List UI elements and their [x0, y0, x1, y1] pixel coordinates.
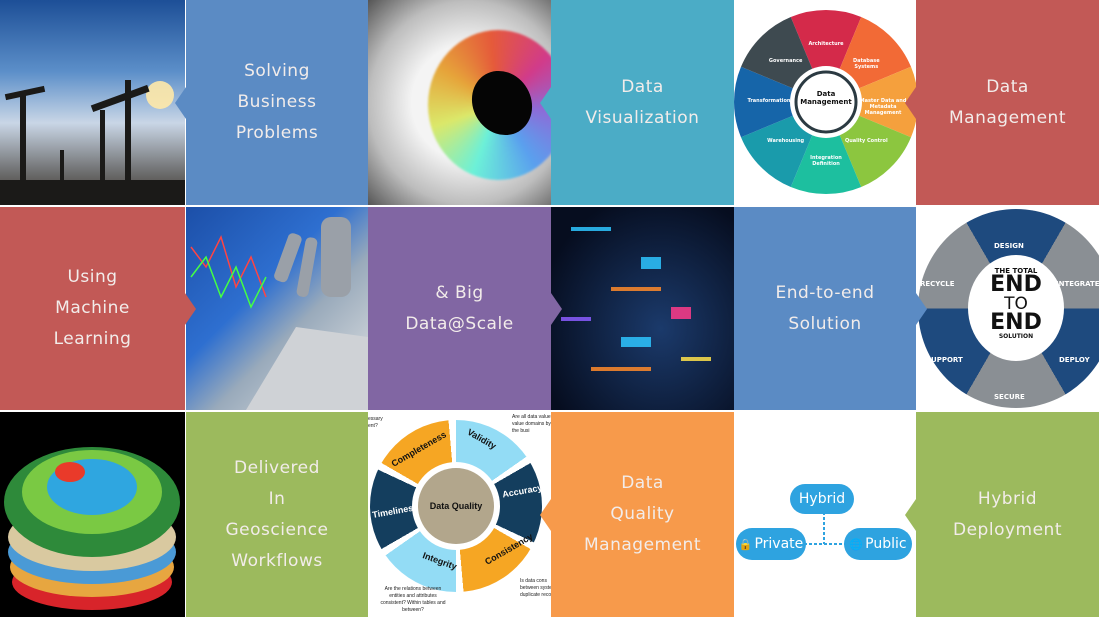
- segment-deploy: DEPLOY: [1059, 356, 1090, 364]
- globe-icon: 🌐: [849, 537, 864, 551]
- wheel-segment-label: Architecture: [808, 40, 844, 47]
- wheel-segment-label: Integration Definition: [810, 155, 842, 168]
- oil-pump-silhouettes: [0, 80, 185, 205]
- segment-design: DESIGN: [994, 242, 1024, 250]
- tile-text-line: & Big: [435, 282, 484, 303]
- tile-text-line: Problems: [235, 123, 319, 143]
- tile-text-line: Geoscience: [225, 519, 329, 540]
- tile-text-line: End-to-end: [775, 282, 875, 303]
- tile-text-line: In: [268, 488, 286, 509]
- oil-pump-image: [0, 0, 185, 205]
- tile-text-line: Management: [584, 535, 701, 555]
- geoscience-layers-image: [0, 412, 185, 617]
- tile-text-line: Visualization: [585, 107, 700, 128]
- data-streams-graphic: [561, 227, 711, 371]
- wheel-segment-label: Governance: [768, 57, 803, 64]
- tile-text-line: Data: [621, 473, 664, 493]
- eye-image: [368, 0, 551, 205]
- tile-text-line: Delivered: [234, 457, 320, 478]
- hybrid-cloud-image: Hybrid 🔒Private 🌐Public: [734, 412, 916, 617]
- cloud-connectors: [804, 512, 849, 545]
- dq-center: Data Quality: [418, 468, 494, 544]
- arrow-right-icon: [916, 292, 927, 325]
- wheel-segment: [826, 66, 916, 138]
- tile-text-line: Machine: [55, 298, 130, 318]
- data-management-wheel: [734, 10, 916, 194]
- arrow-left-icon: [540, 498, 551, 531]
- tile-text-line: Data: [986, 76, 1029, 97]
- e2e-center: THE TOTAL END TO END SOLUTION: [968, 255, 1064, 361]
- tile-text-line: Using: [67, 267, 118, 287]
- robot-hand-image: [186, 207, 368, 410]
- tile-text-line: Management: [949, 107, 1066, 128]
- arrow-left-icon: [905, 498, 916, 531]
- robot-laptop-graphic: [190, 217, 368, 410]
- cloud-public: 🌐Public: [844, 528, 912, 560]
- arrow-right-icon: [185, 292, 196, 325]
- wheel-segment-label: Transformation: [747, 98, 791, 104]
- end-to-end-diagram-image: THE TOTAL END TO END SOLUTION DESIGN INT…: [916, 207, 1099, 410]
- tile-text-line: Deployment: [953, 519, 1062, 540]
- wheel-segment-label: Quality Control: [844, 138, 888, 145]
- wheel-segment-label: Master Data and Metadata Management: [859, 98, 907, 116]
- geoscience-layers-graphic: [4, 447, 180, 610]
- data-technology-image: [551, 207, 734, 410]
- cloud-private: 🔒Private: [736, 528, 806, 560]
- segment-secure: SECURE: [994, 393, 1025, 401]
- note: Is data cons between syste duplicate rec…: [520, 578, 551, 598]
- tile-text-line: Solution: [788, 313, 862, 334]
- cloud-hybrid: Hybrid: [790, 484, 854, 514]
- data-quality-diagram-image: Data Quality Completeness Validity Accur…: [368, 412, 551, 617]
- tile-text-line: Learning: [53, 329, 132, 349]
- wheel-segment-label: Database Systems: [853, 57, 880, 70]
- arrow-right-icon: [551, 292, 562, 325]
- note: Are the relations between entities and a…: [380, 586, 446, 613]
- tile-text-line: Data@Scale: [405, 313, 514, 334]
- wheel-segment-label: Warehousing: [767, 138, 805, 145]
- lock-icon: 🔒: [738, 537, 753, 551]
- note: essary ent?: [368, 416, 383, 429]
- segment-recycle: RECYCLE: [920, 280, 955, 288]
- tile-text-line: Hybrid: [977, 488, 1038, 509]
- wheel-segment: [790, 102, 862, 194]
- wheel-segment: [734, 66, 826, 138]
- segment-support: SUPPORT: [926, 356, 963, 364]
- tile-text-line: Business: [237, 92, 317, 112]
- arrow-left-icon: [175, 86, 186, 119]
- arrow-left-icon: [540, 86, 551, 119]
- tile-text-line: Solving: [244, 61, 310, 81]
- segment-integrate: INTEGRATE: [1056, 280, 1099, 288]
- wheel-segment: [790, 10, 862, 102]
- note: Are all data value value domains by the …: [512, 414, 551, 434]
- tile-text-line: Workflows: [231, 550, 323, 571]
- arrow-left-icon: [905, 86, 916, 119]
- tile-text-line: Data: [621, 76, 664, 97]
- tile-text-line: Quality: [610, 504, 675, 524]
